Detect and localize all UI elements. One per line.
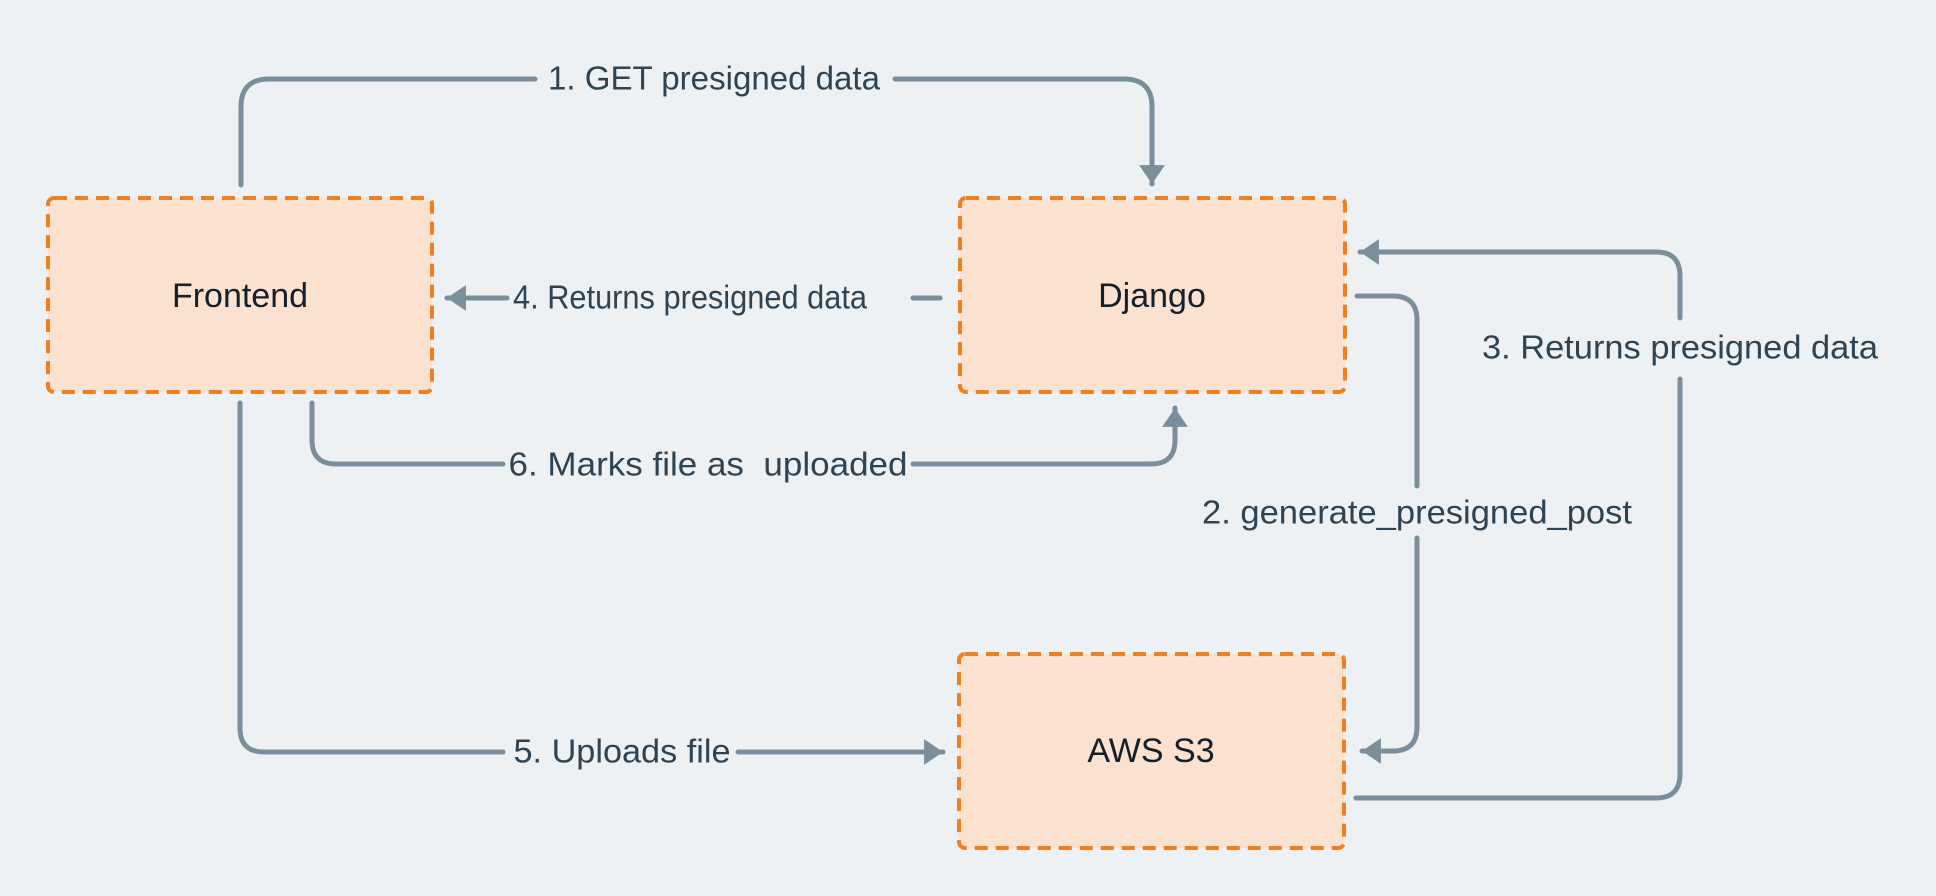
node-aws-s3-box	[957, 652, 1346, 850]
node-frontend-box	[46, 196, 434, 394]
edge-get-presigned-data-segment-end	[892, 76, 1165, 187]
node-aws-s3-label: AWS S3	[1087, 732, 1214, 770]
edge-label-get-presigned-data: 1. GET presigned data	[548, 60, 881, 97]
edge-get-presigned-data-segment-start	[238, 76, 538, 188]
edge-returns-presigned-data-to-django-segment-end	[1357, 239, 1683, 321]
edge-returns-presigned-data-to-django-segment-start	[1353, 376, 1683, 801]
edge-generate-presigned-post-segment-start	[1354, 293, 1420, 489]
edge-label-generate-presigned-post: 2. generate_presigned_post	[1202, 494, 1632, 531]
edge-marks-file-uploaded-segment-start	[309, 400, 506, 467]
edge-label-marks-file-uploaded: 6. Marks file as uploaded	[509, 446, 908, 483]
node-django: Django	[958, 196, 1347, 394]
edge-label-returns-presigned-data-to-frontend: 4. Returns presigned data	[513, 279, 868, 316]
edge-uploads-file-segment-start	[237, 400, 506, 755]
edge-marks-file-uploaded-segment-end	[910, 405, 1188, 467]
node-aws-s3: AWS S3	[957, 652, 1346, 850]
node-django-label: Django	[1098, 277, 1206, 315]
edge-generate-presigned-post-segment-end	[1359, 535, 1420, 764]
node-frontend-label: Frontend	[172, 277, 308, 315]
node-django-box	[958, 196, 1347, 394]
edge-label-returns-presigned-data-to-django: 3. Returns presigned data	[1482, 329, 1879, 366]
node-frontend: Frontend	[46, 196, 434, 394]
edge-label-uploads-file: 5. Uploads file	[514, 733, 731, 770]
